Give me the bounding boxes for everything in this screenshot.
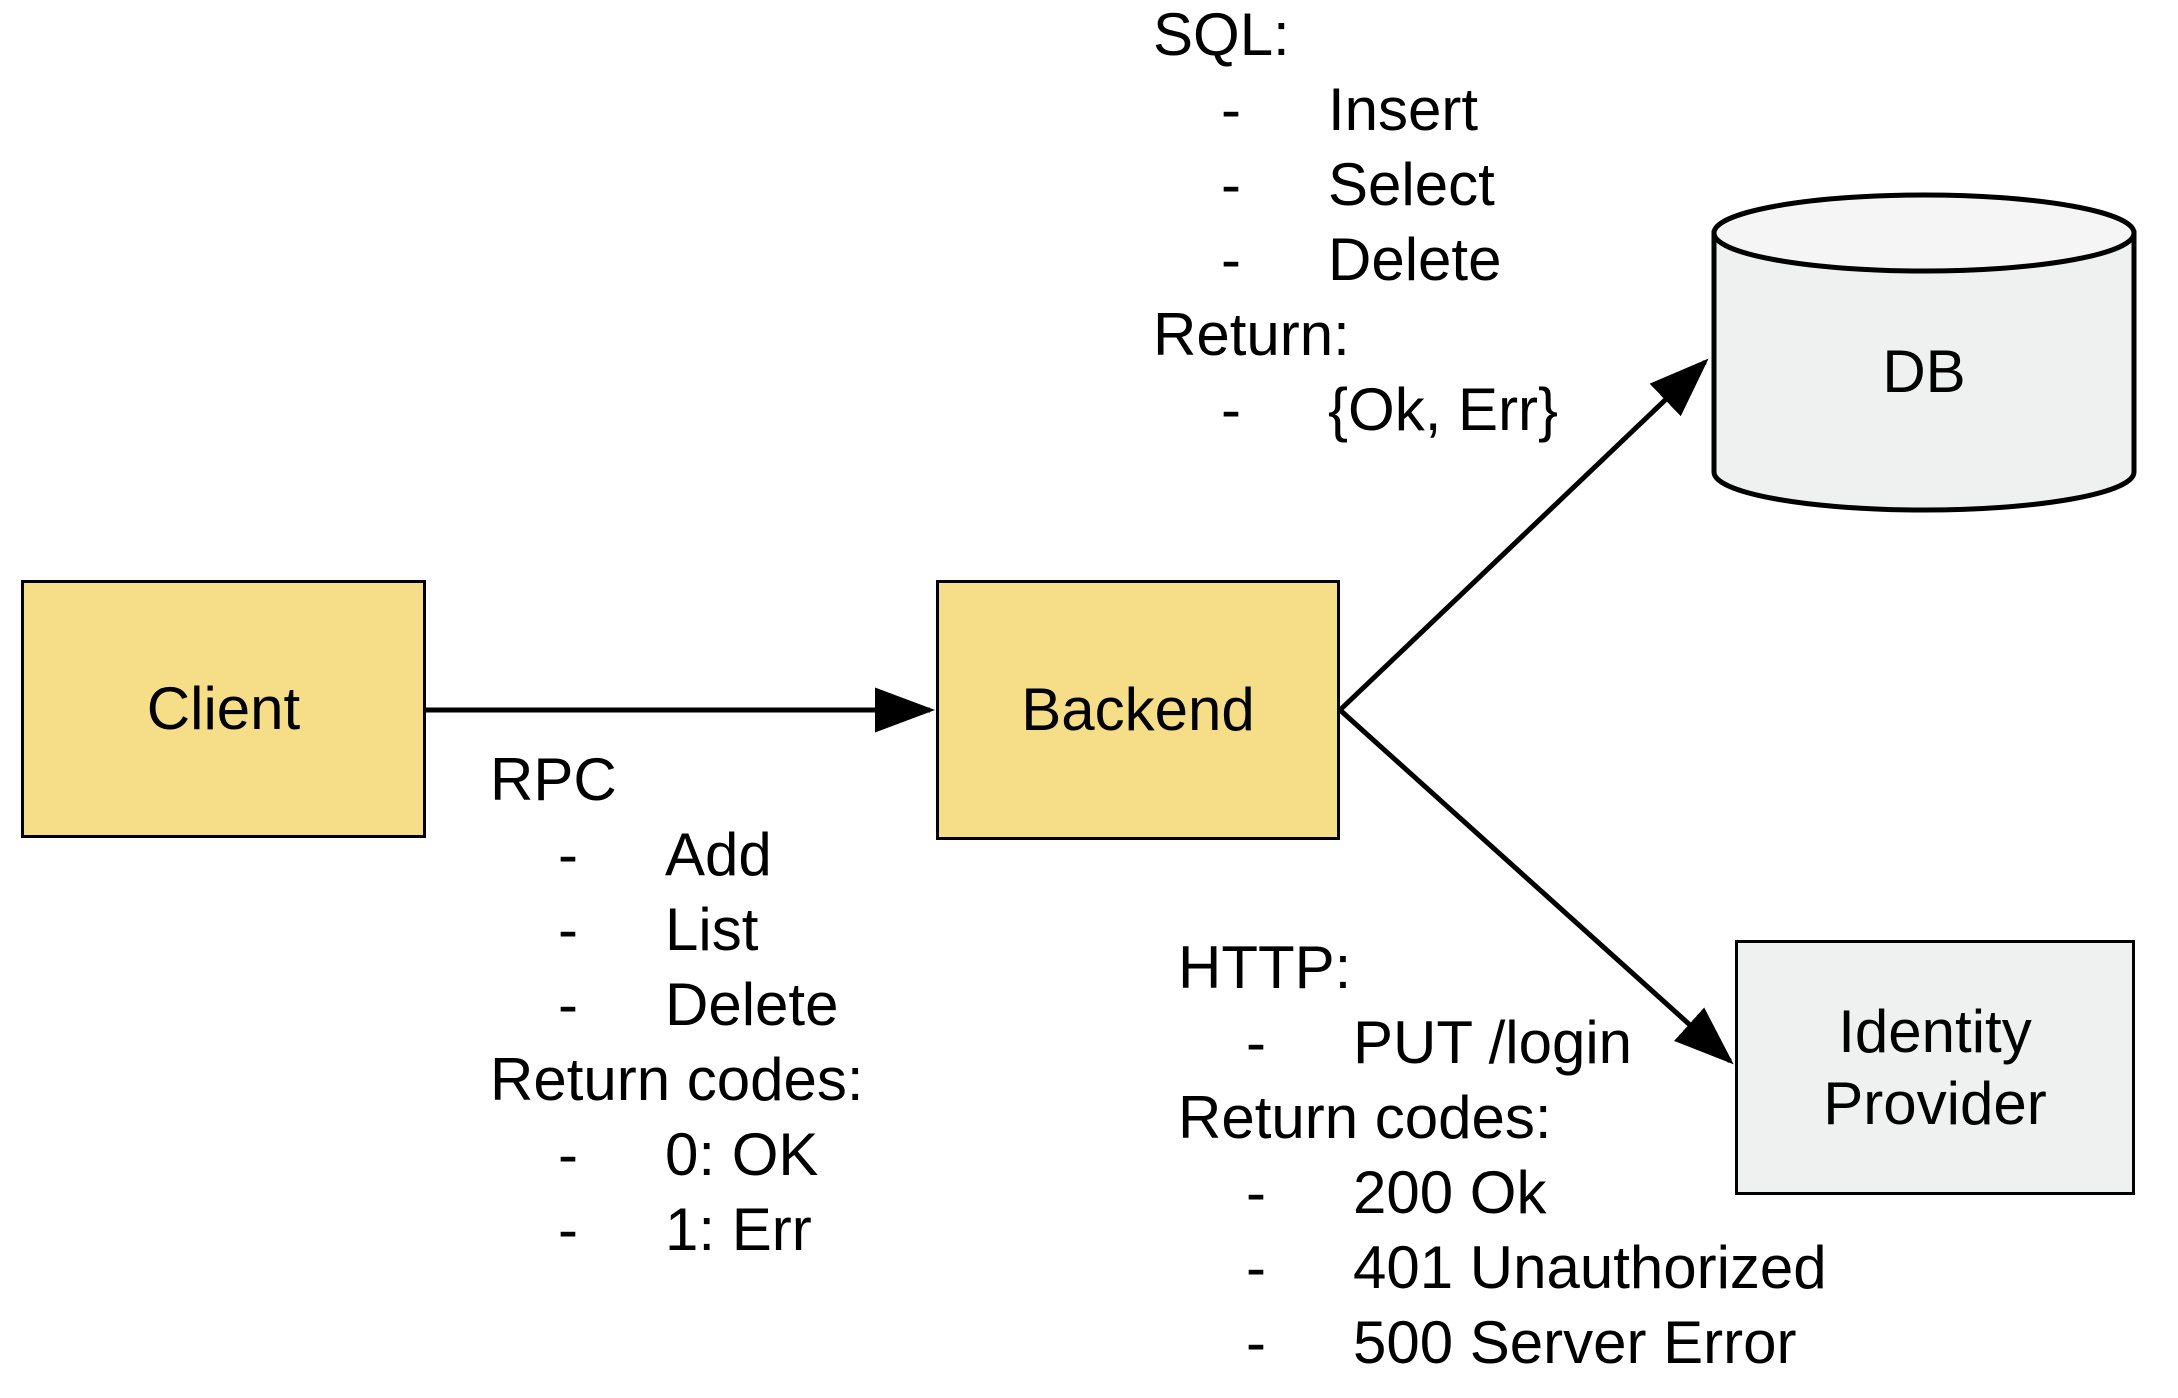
bullet-dash: - bbox=[558, 971, 578, 1038]
annotation-rpc-return-item-text: 0: OK bbox=[665, 1121, 819, 1188]
annotation-rpc-item-text: List bbox=[665, 896, 759, 963]
annotation-sql-item-text: Select bbox=[1328, 151, 1495, 218]
annotation-rpc-return-item-text: 1: Err bbox=[665, 1196, 812, 1263]
bullet-dash: - bbox=[1221, 226, 1241, 293]
bullet-dash: - bbox=[1246, 1159, 1266, 1226]
annotation-sql-item: - Insert bbox=[1153, 72, 1558, 147]
annotation-rpc-item-text: Delete bbox=[665, 971, 839, 1038]
annotation-sql-heading: SQL: bbox=[1153, 1, 1290, 68]
bullet-dash: - bbox=[1221, 376, 1241, 443]
bullet-dash: - bbox=[558, 896, 578, 963]
annotation-rpc: RPC - Add - List - Delete Return codes: - 0:… bbox=[490, 742, 864, 1267]
annotation-http-return-item-text: 500 Server Error bbox=[1353, 1309, 1797, 1376]
node-identity-provider-label-line1: Identity bbox=[1838, 997, 2032, 1065]
annotation-http-item-text: PUT /login bbox=[1353, 1009, 1633, 1076]
annotation-http-return-item: - 500 Server Error bbox=[1178, 1305, 1827, 1380]
cylinder-icon bbox=[1711, 192, 2137, 513]
annotation-sql-item-text: Insert bbox=[1328, 76, 1479, 143]
annotation-rpc-item: - Delete bbox=[490, 967, 864, 1042]
node-db-label: DB bbox=[1882, 337, 1966, 405]
annotation-rpc-item-text: Add bbox=[665, 821, 772, 888]
annotation-http-return-item-text: 401 Unauthorized bbox=[1353, 1234, 1827, 1301]
annotation-http-item: - PUT /login bbox=[1178, 1005, 1827, 1080]
bullet-dash: - bbox=[1246, 1234, 1266, 1301]
annotation-http-return-item: - 401 Unauthorized bbox=[1178, 1230, 1827, 1305]
bullet-dash: - bbox=[1221, 76, 1241, 143]
node-identity-provider-label-line2: Provider bbox=[1823, 1069, 2047, 1137]
annotation-sql-item: - Delete bbox=[1153, 222, 1558, 297]
annotation-sql: SQL: - Insert - Select - Delete Return: - {O… bbox=[1153, 0, 1558, 447]
annotation-sql-return-item-text: {Ok, Err} bbox=[1328, 376, 1559, 443]
annotation-rpc-item: - Add bbox=[490, 817, 864, 892]
node-backend[interactable]: Backend bbox=[936, 580, 1340, 840]
bullet-dash: - bbox=[1246, 1009, 1266, 1076]
annotation-rpc-item: - List bbox=[490, 892, 864, 967]
annotation-http-return-heading: Return codes: bbox=[1178, 1084, 1552, 1151]
node-identity-provider-label: Identity Provider bbox=[1823, 996, 2046, 1140]
annotation-sql-item: - Select bbox=[1153, 147, 1558, 222]
annotation-rpc-return-item: - 1: Err bbox=[490, 1192, 864, 1267]
node-identity-provider[interactable]: Identity Provider bbox=[1735, 940, 2135, 1195]
bullet-dash: - bbox=[1246, 1309, 1266, 1376]
node-client-label: Client bbox=[146, 675, 301, 742]
bullet-dash: - bbox=[558, 1196, 578, 1263]
node-backend-label: Backend bbox=[1021, 676, 1255, 743]
annotation-rpc-return-heading: Return codes: bbox=[490, 1046, 864, 1113]
annotation-rpc-return-item: - 0: OK bbox=[490, 1117, 864, 1192]
annotation-http-return-item-text: 200 Ok bbox=[1353, 1159, 1547, 1226]
bullet-dash: - bbox=[1221, 151, 1241, 218]
annotation-sql-return-item: - {Ok, Err} bbox=[1153, 372, 1558, 447]
node-db[interactable]: DB bbox=[1711, 192, 2137, 513]
bullet-dash: - bbox=[558, 821, 578, 888]
bullet-dash: - bbox=[558, 1121, 578, 1188]
annotation-http-heading: HTTP: bbox=[1178, 934, 1352, 1001]
annotation-http-return-item: - 200 Ok bbox=[1178, 1155, 1827, 1230]
annotation-sql-return-heading: Return: bbox=[1153, 301, 1350, 368]
annotation-sql-item-text: Delete bbox=[1328, 226, 1502, 293]
annotation-rpc-heading: RPC bbox=[490, 746, 617, 813]
annotation-http: HTTP: -PUT /login Return codes: -200 Ok … bbox=[1178, 930, 1827, 1380]
node-client[interactable]: Client bbox=[21, 580, 426, 838]
